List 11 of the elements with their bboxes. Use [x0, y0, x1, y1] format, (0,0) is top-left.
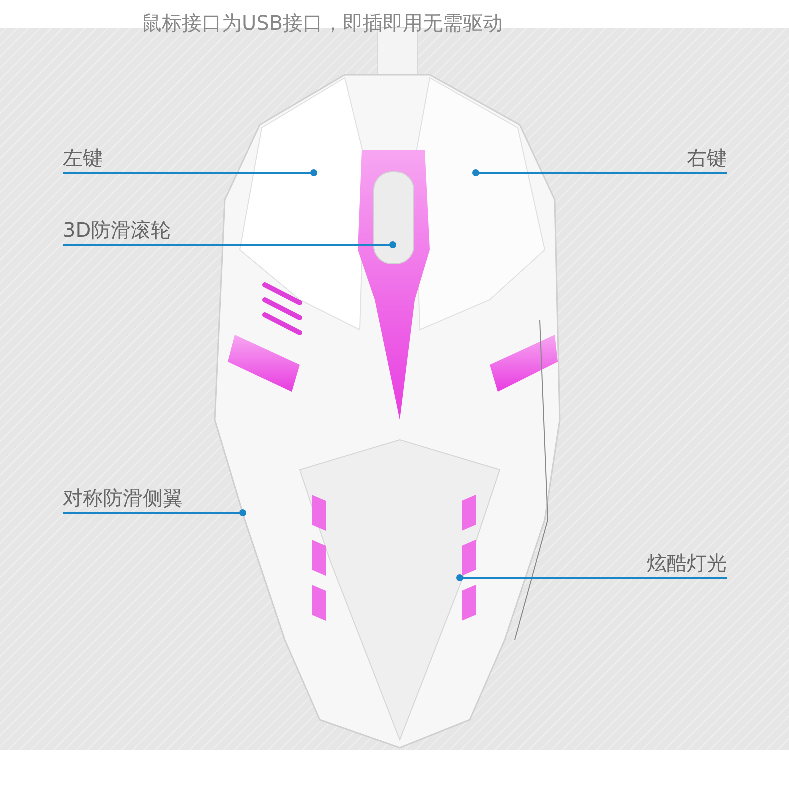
callout-label: 3D防滑滚轮: [63, 217, 172, 243]
leader-line: [63, 510, 246, 516]
leader-line: [472, 170, 727, 176]
callout-label: 左键: [63, 145, 103, 171]
leader-line: [63, 242, 396, 248]
leader-line: [63, 170, 318, 176]
callout-label: 对称防滑侧翼: [63, 485, 183, 511]
callout-label: 炫酷灯光: [647, 550, 727, 576]
leader-line: [456, 574, 727, 582]
caption-text: 鼠标接口为USB接口，即插即用无需驱动: [142, 10, 504, 36]
callout-label: 右键: [687, 145, 727, 171]
